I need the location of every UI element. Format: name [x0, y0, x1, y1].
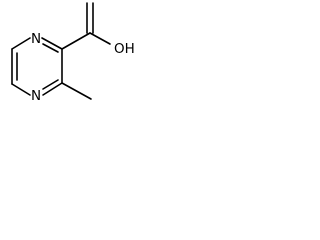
carboxylic-acid-group	[61, 2, 111, 50]
bond-c6-n1	[11, 37, 31, 50]
bond-n4-c5	[11, 83, 31, 96]
pyrazine-ring	[11, 37, 63, 96]
bond-c2-ccooh	[61, 32, 91, 50]
bond-c3-n4-inner	[42, 79, 59, 90]
bond-n1-c2	[41, 37, 63, 50]
nitrogen-label-top: N	[31, 31, 41, 47]
hydroxyl-label: OH	[114, 41, 135, 57]
nitrogen-label-bottom: N	[31, 88, 41, 104]
molecule-structure-diagram: N N OH	[11, 2, 135, 104]
bond-c-oh	[89, 32, 111, 45]
bond-n1-c2-inner	[42, 43, 59, 53]
bond-c3-n4	[42, 82, 63, 96]
methyl-bond	[61, 82, 92, 100]
